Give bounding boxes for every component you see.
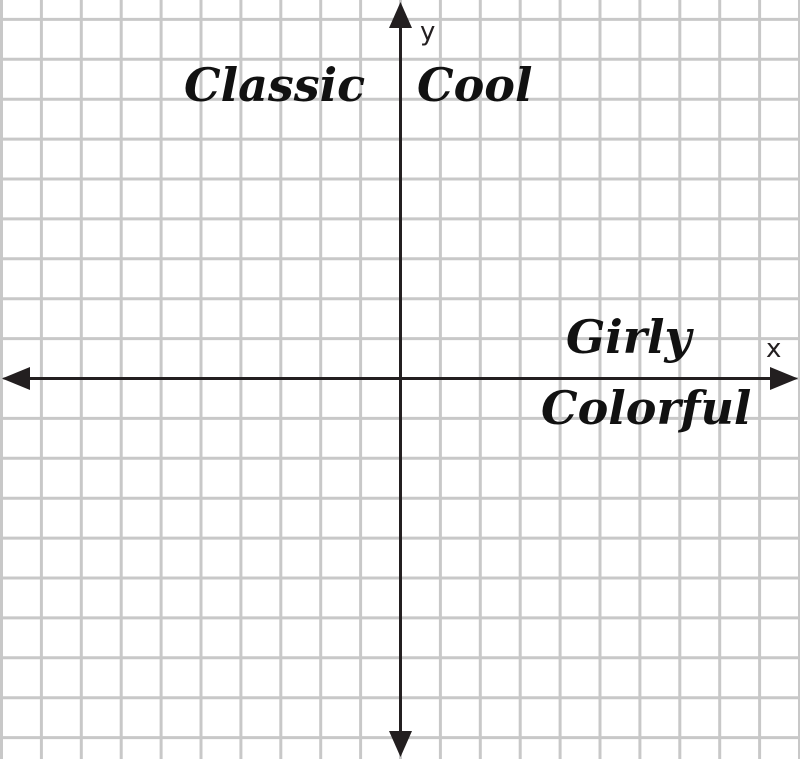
x-axis-left-arrow-icon bbox=[2, 367, 30, 390]
y-axis-bottom-arrow-icon bbox=[389, 731, 412, 757]
x-axis-right-arrow-icon bbox=[770, 367, 798, 390]
label-colorful: Colorful bbox=[541, 381, 751, 435]
label-classic: Classic bbox=[184, 58, 365, 112]
label-cool: Cool bbox=[417, 58, 532, 112]
y-axis-label: y bbox=[420, 17, 435, 47]
x-axis-label: x bbox=[766, 334, 781, 364]
y-axis-top-arrow-icon bbox=[389, 2, 412, 28]
label-girly: Girly bbox=[566, 310, 694, 364]
